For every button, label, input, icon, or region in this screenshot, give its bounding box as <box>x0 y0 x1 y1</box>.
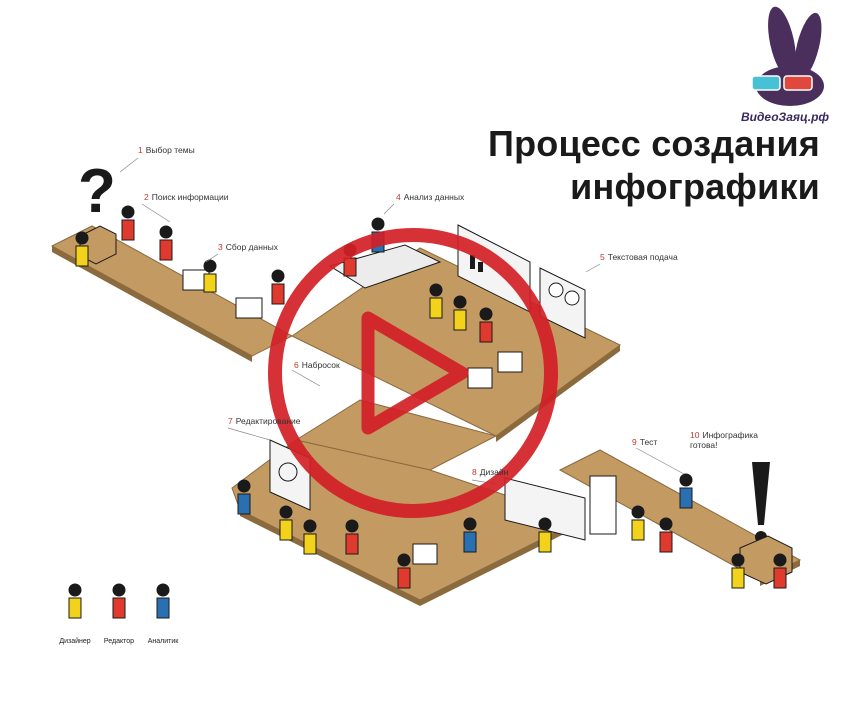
legend-editor: Редактор <box>103 638 135 645</box>
whiteboard-panels <box>269 224 617 541</box>
page-title: Процесс создания инфографики <box>440 122 820 208</box>
step-leader-lines <box>119 157 685 485</box>
people-figures <box>75 205 787 589</box>
exclamation-mark-icon <box>739 462 793 585</box>
logo-text: ВидеоЗаяц.рф <box>740 110 830 124</box>
computer-monitors <box>182 269 523 565</box>
title-line-1: Процесс создания <box>488 123 820 164</box>
legend-analyst: Аналитик <box>147 638 179 645</box>
person-designer <box>75 231 745 589</box>
svg-text:?: ? <box>78 157 116 226</box>
title-line-2: инфографики <box>570 166 820 207</box>
legend-designer: Дизайнер <box>59 638 91 645</box>
rabbit-with-3d-glasses-icon <box>751 6 824 106</box>
question-mark-icon: ? <box>78 157 117 265</box>
person-editor <box>121 205 787 589</box>
legend-figures <box>68 583 170 619</box>
play-button[interactable] <box>268 228 558 518</box>
play-icon <box>361 311 469 435</box>
